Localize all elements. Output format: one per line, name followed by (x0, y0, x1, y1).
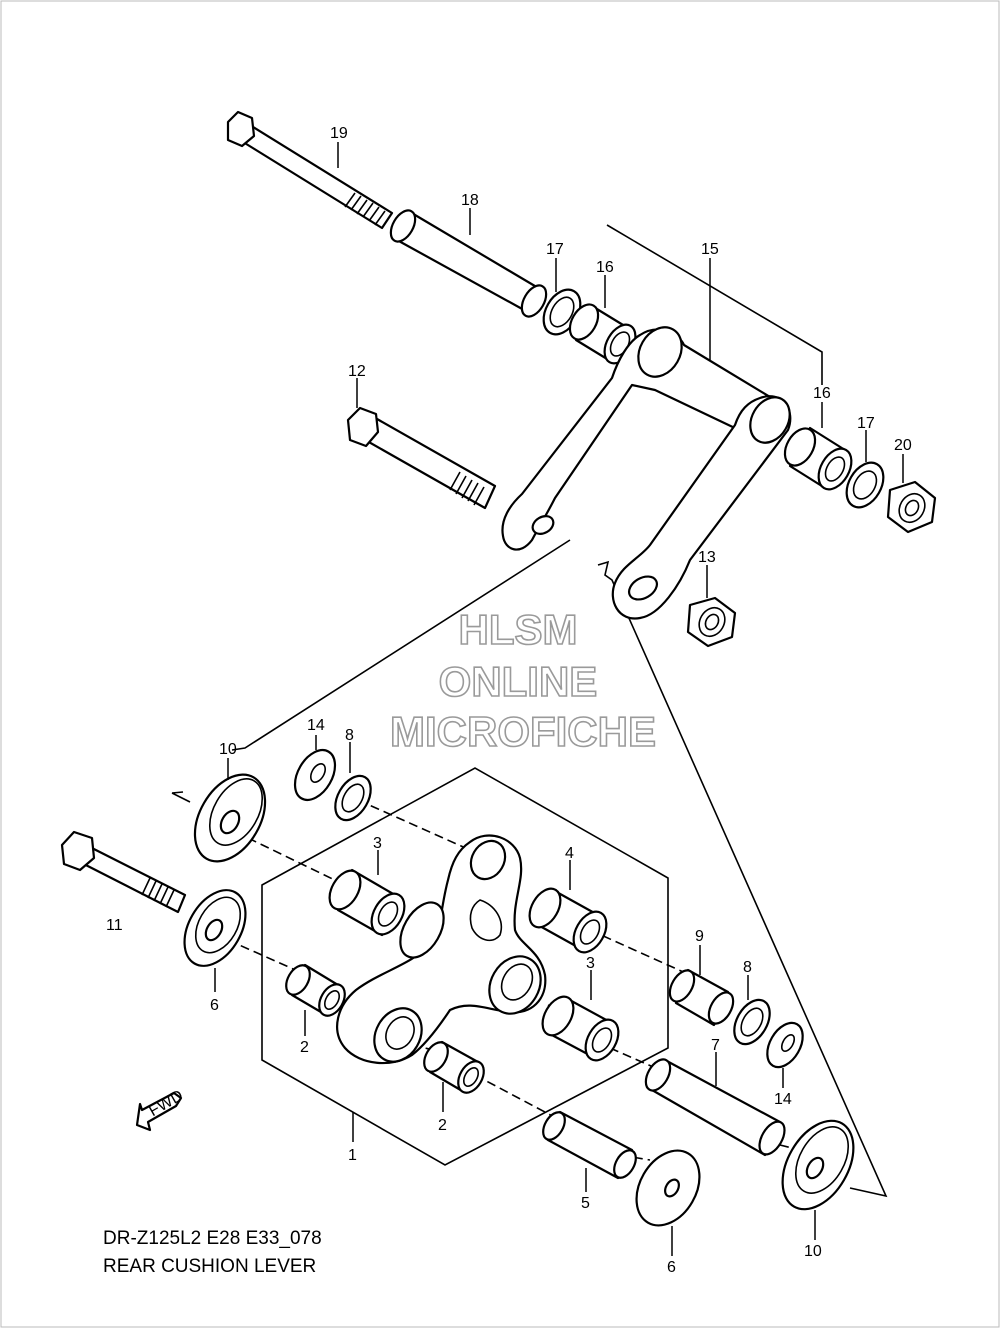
callout-10: 10 (804, 1243, 822, 1260)
part-18-spacer (389, 209, 548, 318)
callout-3: 3 (373, 835, 382, 852)
watermark: HLSM ONLINE MICROFICHE (389, 605, 657, 756)
part-14-washer-right (766, 1021, 804, 1069)
part-2-bearing-left (285, 963, 346, 1017)
part-9-spacer (668, 968, 735, 1027)
callout-2: 2 (438, 1117, 447, 1134)
watermark-line-1: HLSM (459, 606, 578, 653)
part-15-cushion-rod (501, 326, 792, 620)
part-16-bearing-right (783, 426, 853, 491)
part-10-washer-upper (193, 773, 267, 863)
part-19-bolt (226, 110, 394, 230)
callout-16: 16 (813, 385, 831, 402)
callout-15: 15 (701, 241, 719, 258)
part-7-spacer (644, 1058, 786, 1157)
callout-17: 17 (857, 415, 875, 432)
part-2-bearing-lower (423, 1040, 485, 1094)
part-20-nut (886, 480, 937, 534)
fwd-label: FWD (146, 1087, 186, 1120)
callout-18: 18 (461, 192, 479, 209)
watermark-line-3: MICROFICHE (390, 708, 656, 755)
part-10-washer-lower (781, 1119, 855, 1211)
callout-6: 6 (667, 1259, 676, 1276)
model-code: DR-Z125L2 E28 E33_078 (103, 1228, 322, 1249)
callout-16: 16 (596, 259, 614, 276)
callout-12: 12 (348, 363, 366, 380)
callouts: 19 18 17 16 15 12 16 17 20 13 14 8 10 3 … (106, 125, 912, 1276)
callout-20: 20 (894, 437, 912, 454)
long-guide-line (597, 560, 888, 1198)
part-8-seal-upper (334, 774, 372, 822)
callout-10: 10 (219, 741, 237, 758)
part-1-cushion-lever (336, 834, 547, 1065)
part-5-spacer (542, 1110, 637, 1180)
link-group-bracket (606, 224, 823, 385)
part-16-bearing-upper (568, 303, 637, 365)
callout-17: 17 (546, 241, 564, 258)
fwd-arrow-icon: FWD (135, 1087, 186, 1132)
callout-9: 9 (695, 928, 704, 945)
part-11-bolt (60, 830, 187, 914)
callout-5: 5 (581, 1195, 590, 1212)
callout-19: 19 (330, 125, 348, 142)
callout-14: 14 (307, 717, 325, 734)
part-3-bearing-upper (328, 868, 406, 937)
part-14-washer-upper (293, 749, 337, 801)
callout-1: 1 (348, 1147, 357, 1164)
part-13-nut (686, 596, 737, 648)
link-group-guide (171, 539, 571, 803)
part-4-bearing (528, 887, 608, 954)
part-17-seal-right (845, 461, 885, 509)
leader-lines (214, 142, 904, 1256)
callout-6: 6 (210, 997, 219, 1014)
part-3-bearing-lower (541, 995, 620, 1062)
page-title: REAR CUSHION LEVER (103, 1256, 316, 1277)
watermark-line-2: ONLINE (439, 658, 598, 705)
callout-2: 2 (300, 1039, 309, 1056)
callout-7: 7 (711, 1037, 720, 1054)
callout-8: 8 (345, 727, 354, 744)
part-8-seal-right (733, 998, 771, 1046)
part-12-bolt (346, 406, 497, 510)
callout-8: 8 (743, 959, 752, 976)
callout-3: 3 (586, 955, 595, 972)
assembly-outline (261, 767, 669, 1166)
part-6-washer-left (183, 889, 247, 967)
part-6-washer-lower (635, 1149, 701, 1227)
callout-4: 4 (565, 845, 574, 862)
callout-14: 14 (774, 1091, 792, 1108)
callout-13: 13 (698, 549, 716, 566)
callout-11: 11 (106, 917, 123, 934)
